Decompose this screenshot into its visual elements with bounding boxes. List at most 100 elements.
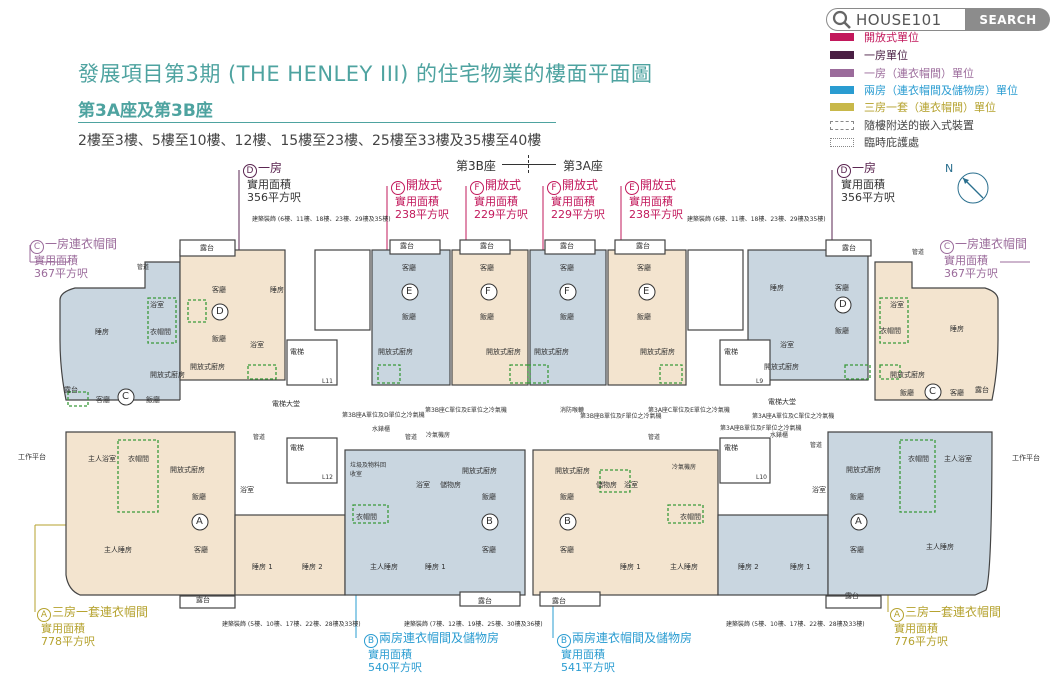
room-label: 開放式廚房: [764, 363, 799, 371]
room-label: 飯廳: [900, 389, 914, 397]
legend-item-one-cloak: 一房（連衣帽間）單位: [830, 65, 974, 81]
ac-room: 冷氣機房: [426, 432, 451, 439]
legend-swatch: [830, 103, 854, 111]
search-box[interactable]: HOUSE101: [826, 8, 966, 31]
room-label: 睡房: [770, 284, 784, 292]
unit-e-left: [371, 249, 451, 386]
room-label: 飯廳: [850, 493, 864, 501]
lift-label: 電梯: [724, 348, 738, 356]
fixture: [527, 364, 549, 384]
page-subtitle: 第3A座及第3B座: [78, 101, 213, 121]
fixture: [352, 504, 389, 524]
marker-letter: B: [564, 516, 571, 527]
search-icon: [832, 10, 851, 29]
unit-marker-b: [481, 513, 499, 531]
lobby-label: 電梯大堂: [272, 400, 300, 408]
lift-label: 電梯: [724, 444, 738, 452]
arch-note: 建築裝飾 (5樓、10樓、17樓、22樓、28樓及33樓): [222, 621, 361, 628]
room-label: 睡房: [270, 286, 284, 294]
stair-left: [314, 249, 371, 331]
room-label: 主人浴室: [88, 455, 116, 463]
marker-letter: F: [485, 286, 491, 297]
unit-marker-c: [924, 383, 942, 401]
marker-letter: E: [643, 286, 650, 297]
fixture: [377, 364, 401, 384]
room-label: 開放式廚房: [890, 371, 925, 379]
room-label: 開放式廚房: [486, 348, 521, 356]
room-label: 開放式廚房: [462, 467, 497, 475]
marker-letter: C: [929, 386, 936, 397]
lift-box: [719, 437, 771, 484]
room-label: 客廳: [637, 264, 651, 272]
unit-a-left-beds: [234, 514, 346, 596]
search-button[interactable]: SEARCH: [966, 8, 1050, 31]
room-label: 客廳: [850, 546, 864, 554]
fixture: [147, 297, 177, 344]
marker-letter: D: [216, 306, 224, 317]
room-label: 衣帽間: [150, 328, 171, 336]
room-label: 客廳: [560, 546, 574, 554]
floor-list: 2樓至3樓、5樓至10樓、12樓、15樓至23樓、25樓至33樓及35樓至40樓: [78, 133, 542, 149]
lift-number: L9: [756, 378, 764, 385]
lift-lobby-corridor: [180, 400, 870, 430]
room-label: 主人睡房: [670, 563, 698, 571]
room-label: 飯廳: [402, 313, 416, 321]
compass-n: N: [945, 162, 954, 175]
room-label: 開放式廚房: [190, 363, 225, 371]
balcony: [825, 239, 872, 257]
ac-note: 第3B座B單位及F單位之冷氣機: [580, 413, 662, 420]
room-label: 飯廳: [212, 335, 226, 343]
pipe-label: 管道: [137, 264, 150, 271]
ac-room: 冷氣機房: [672, 464, 697, 471]
legend-swatch: [830, 51, 854, 59]
room-label: 開放式廚房: [170, 466, 205, 474]
room-label: 主人睡房: [104, 546, 132, 554]
unit-marker-e: [638, 283, 656, 301]
room-label: 儲物房: [440, 481, 461, 489]
legend-item-fixture: 隨樓附送的嵌入式裝置: [830, 117, 974, 133]
search-input[interactable]: HOUSE101: [856, 10, 942, 29]
room-label: 睡房: [950, 325, 964, 333]
ac-note: 第3B座A單位及D單位之冷氣機: [342, 412, 425, 419]
lift-number: L12: [322, 474, 333, 481]
room-label: 飯廳: [192, 493, 206, 501]
lift-box: [286, 437, 338, 484]
room-label: 飯廳: [835, 327, 849, 335]
lift-box: [286, 339, 338, 386]
room-label: 儲物房: [596, 481, 617, 489]
room-label: 衣帽間: [908, 455, 929, 463]
lift-number: L11: [322, 378, 333, 385]
room-label: 睡房 2: [302, 563, 323, 571]
room-label: 客廳: [835, 284, 849, 292]
fixture: [67, 391, 89, 407]
lift-number: L10: [756, 474, 767, 481]
room-label: 露台: [400, 242, 414, 250]
unit-f-right: [529, 249, 607, 386]
room-label: 浴室: [812, 486, 826, 494]
room-label: 浴室: [250, 341, 264, 349]
unit-marker-a: [850, 513, 868, 531]
pipe-label: 管道: [810, 442, 823, 449]
room-label: 主人睡房: [370, 563, 398, 571]
unit-a-right: [827, 431, 993, 596]
work-platform: 工作平台: [18, 453, 46, 461]
room-label: 睡房 1: [425, 563, 446, 571]
room-label: 開放式廚房: [534, 348, 569, 356]
room-label: 露台: [636, 242, 650, 250]
balcony: [614, 239, 666, 255]
legend-swatch: [830, 120, 854, 130]
arch-note: 建築裝飾 (6樓、11樓、18樓、23樓、29樓及35樓): [252, 216, 391, 223]
room-label: 客廳: [480, 264, 494, 272]
unit-e-right: [607, 249, 687, 386]
room-label: 飯廳: [560, 313, 574, 321]
tower-divider-arrow: [502, 164, 556, 165]
arch-note: 建築裝飾 (7樓、12樓、19樓、25樓、30樓及36樓): [404, 621, 543, 628]
ac-note: 第3B座C單位及E單位之冷氣機: [425, 407, 507, 414]
unit-marker-b: [559, 513, 577, 531]
room-label: 露台: [200, 244, 214, 252]
